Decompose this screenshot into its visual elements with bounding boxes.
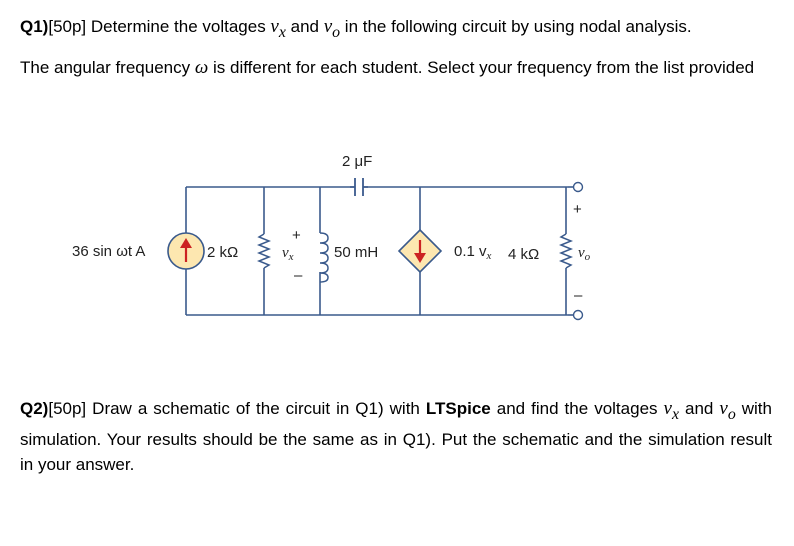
circuit-diagram: 2 μF 36 sin ωt A 2 kΩ + vx – 50 mH 0.1 v… xyxy=(72,153,591,321)
vx-plus-sign: + xyxy=(292,227,301,244)
resistor-2k-symbol xyxy=(256,233,272,269)
question-1-points: [50p] xyxy=(48,17,87,36)
vo-minus-sign: – xyxy=(574,287,583,304)
resistor-4k-label: 4 kΩ xyxy=(508,246,539,263)
capacitor-symbol xyxy=(350,178,368,196)
ltspice-name: LTSpice xyxy=(425,399,491,418)
output-terminal-top xyxy=(568,181,584,193)
inductor-symbol xyxy=(319,232,329,283)
dependent-source-symbol xyxy=(397,228,443,274)
vx-label: vx xyxy=(282,245,294,263)
question-1-label: Q1) xyxy=(20,17,49,36)
vo-label: vo xyxy=(578,245,591,263)
vo-plus-sign: + xyxy=(573,201,582,218)
frequency-instruction: The angular frequency ω is different for… xyxy=(20,57,755,78)
dependent-source-label: 0.1 vx xyxy=(454,243,492,262)
vx-symbol: vx xyxy=(270,16,286,41)
vo-symbol: vo xyxy=(323,16,341,41)
question-1-text: and xyxy=(285,17,324,36)
omega-symbol: ω xyxy=(194,57,209,78)
current-source-symbol xyxy=(167,232,205,270)
capacitor-label: 2 μF xyxy=(342,153,372,170)
resistor-4k-symbol xyxy=(558,233,574,269)
resistor-2k-label: 2 kΩ xyxy=(207,244,238,261)
question-1: Q1)[50p] Determine the voltages vx and v… xyxy=(20,14,772,45)
question-2-points: [50p] xyxy=(48,399,87,418)
inductor-label: 50 mH xyxy=(334,244,378,261)
source-label: 36 sin ωt A xyxy=(72,243,145,260)
vx-minus-sign: – xyxy=(294,267,303,284)
question-2: Q2)[50p] Draw a schematic of the circuit… xyxy=(20,398,772,474)
question-1-text: in the following circuit by using nodal … xyxy=(340,17,692,36)
vx-symbol: vx xyxy=(663,398,679,423)
output-terminal-bottom xyxy=(568,309,584,321)
vo-symbol: vo xyxy=(719,398,736,423)
question-2-label: Q2) xyxy=(20,399,49,418)
question-1-text: Determine the voltages xyxy=(86,17,271,36)
